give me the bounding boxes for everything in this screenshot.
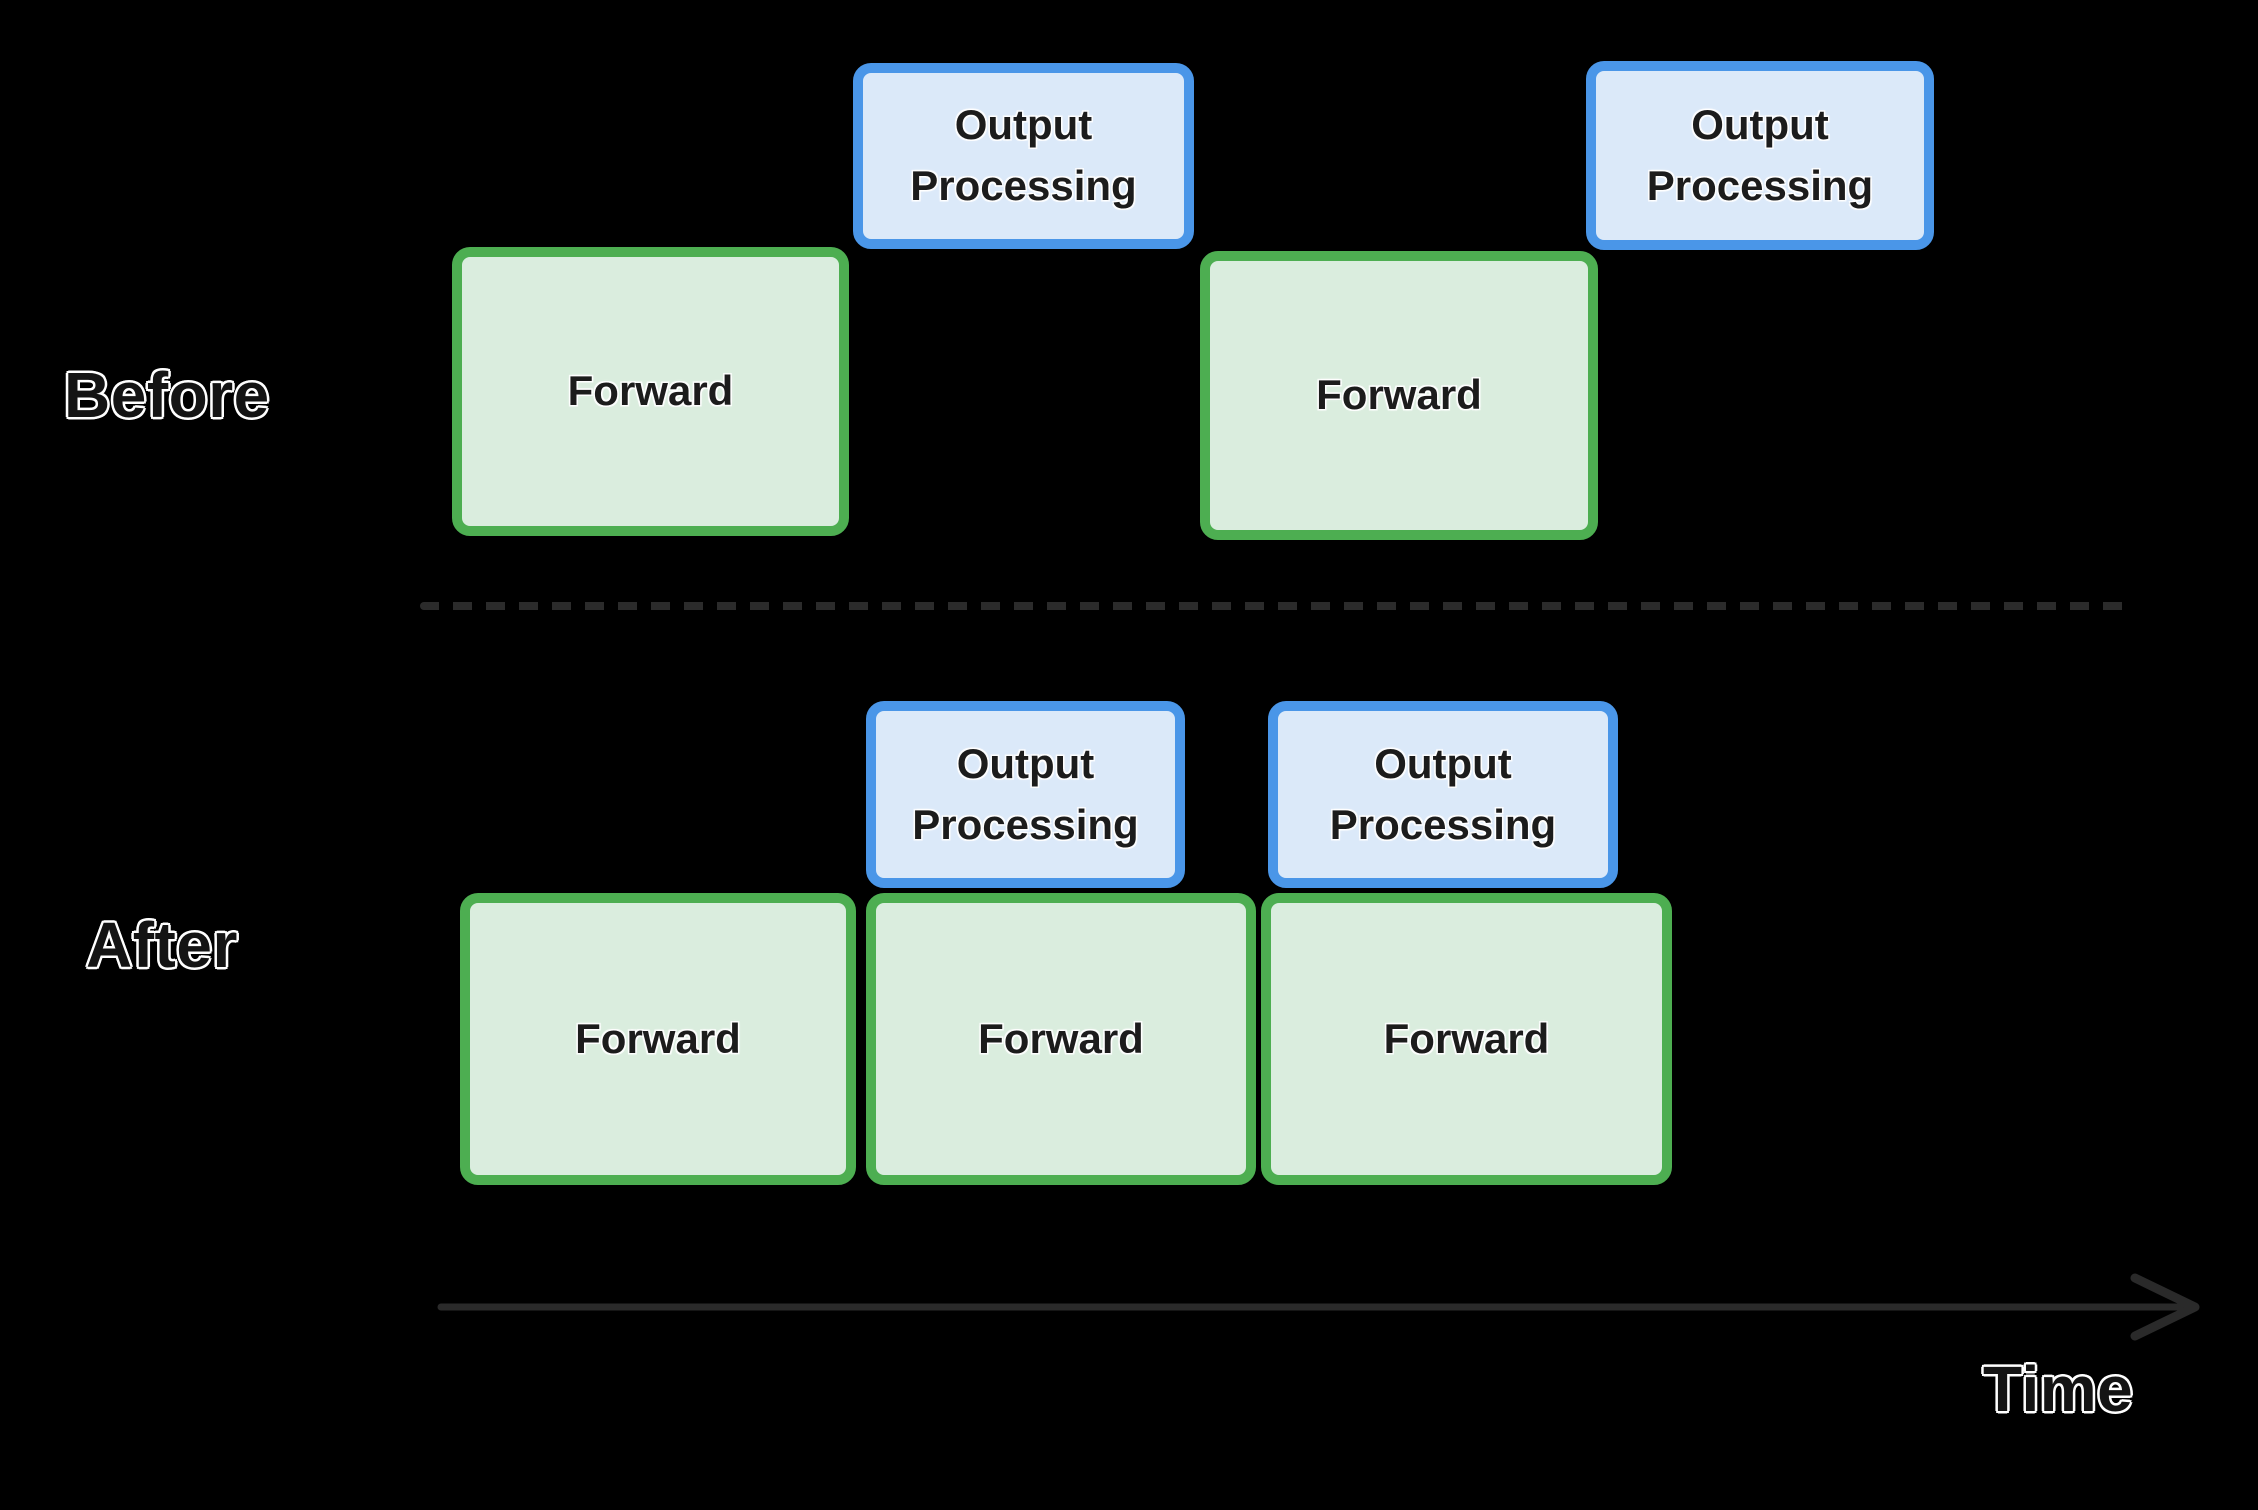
- after-output-processing-block-1: Output Processing: [866, 701, 1185, 888]
- block-label: Forward: [978, 1014, 1144, 1062]
- after-forward-block-1: Forward: [460, 893, 856, 1185]
- before-row-label: Before: [64, 359, 270, 431]
- after-row-label: After: [86, 909, 238, 981]
- block-label: Forward: [567, 367, 734, 415]
- row-divider-dashed-line: [420, 602, 2126, 610]
- after-forward-block-2: Forward: [866, 893, 1256, 1185]
- block-label: Output Processing: [1329, 739, 1557, 848]
- after-output-processing-block-2: Output Processing: [1268, 701, 1618, 888]
- after-forward-block-3: Forward: [1261, 893, 1672, 1185]
- time-axis-arrow: [437, 1273, 2200, 1341]
- block-label: Forward: [1383, 1014, 1550, 1062]
- before-output-processing-block-1: Output Processing: [853, 63, 1194, 249]
- time-axis-label: Time: [1983, 1353, 2134, 1425]
- block-label: Output Processing: [912, 739, 1139, 848]
- before-forward-block-2: Forward: [1200, 251, 1598, 540]
- block-label: Output Processing: [910, 101, 1137, 209]
- block-label: Output Processing: [1646, 100, 1874, 209]
- before-output-processing-block-2: Output Processing: [1586, 61, 1934, 250]
- block-label: Forward: [1316, 371, 1482, 419]
- block-label: Forward: [575, 1014, 741, 1062]
- before-forward-block-1: Forward: [452, 247, 849, 536]
